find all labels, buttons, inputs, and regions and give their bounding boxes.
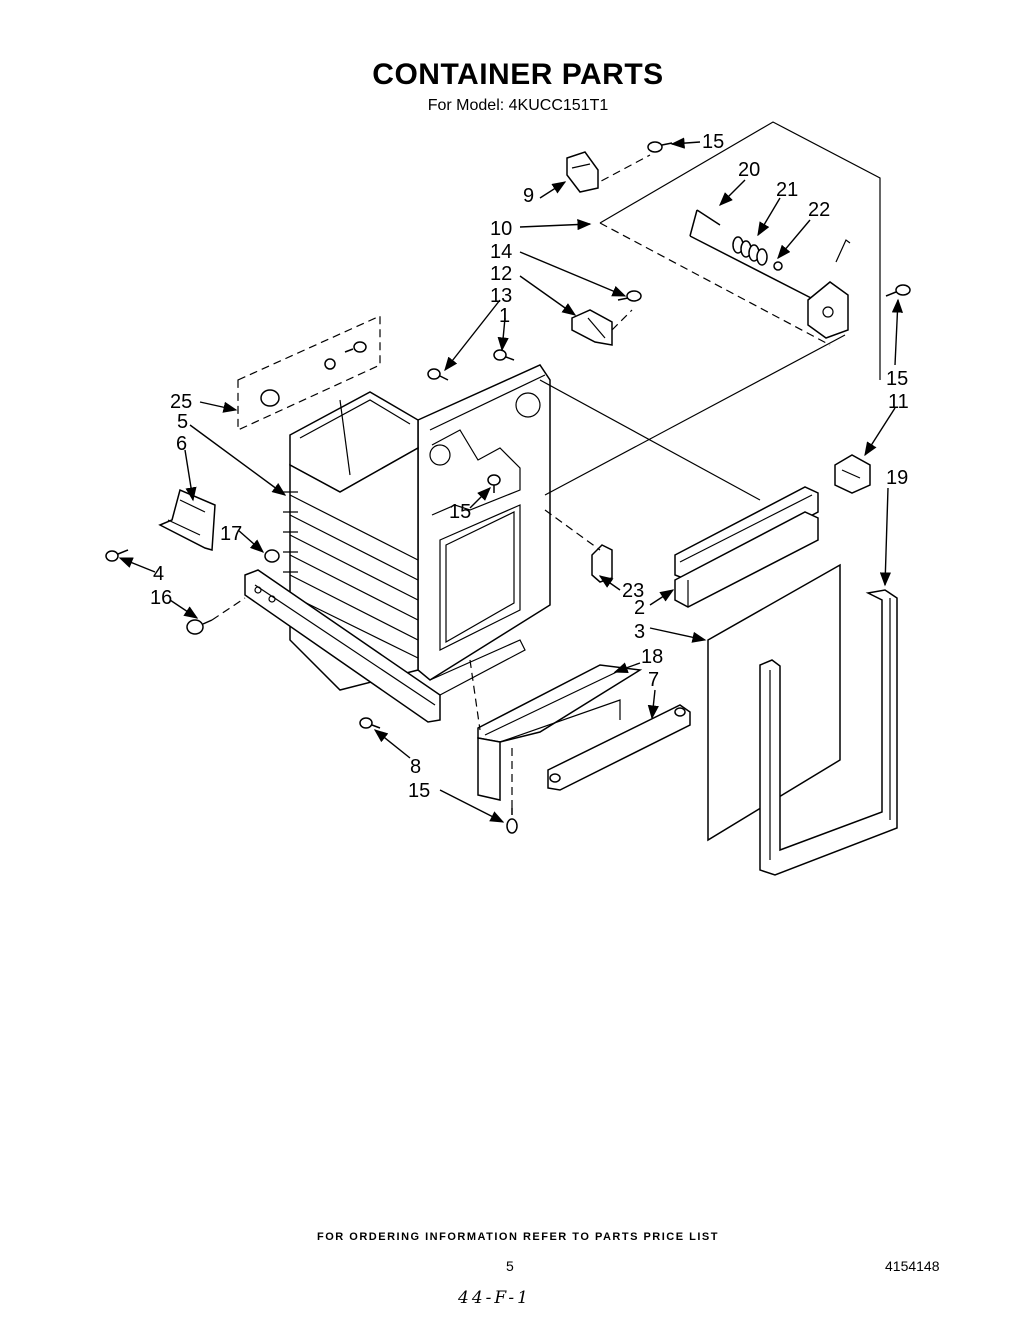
model-subtitle: For Model: 4KUCC151T1 <box>427 97 609 114</box>
callout-14: 14 <box>490 241 512 263</box>
document-number: 4154148 <box>885 1258 940 1274</box>
callout-18: 18 <box>641 646 663 668</box>
callout-11: 11 <box>888 391 909 413</box>
screw-part <box>344 341 367 353</box>
callout-19: 19 <box>886 467 908 489</box>
ordering-note: FOR ORDERING INFORMATION REFER TO PARTS … <box>317 1231 719 1243</box>
callout-23: 23 <box>622 580 644 602</box>
screw-part <box>487 474 501 493</box>
callout-16: 16 <box>150 587 172 609</box>
screw-part <box>506 808 518 834</box>
pin-part <box>773 261 783 271</box>
screw-part <box>105 549 129 562</box>
callout-15: 15 <box>702 131 724 153</box>
callout-1: 1 <box>499 305 510 327</box>
latch-part <box>834 454 871 494</box>
hinge-part-6 <box>158 488 216 551</box>
callout-15-center: 15 <box>449 501 471 523</box>
callout-13: 13 <box>490 285 512 307</box>
screw-part <box>647 141 673 153</box>
callout-15-right: 15 <box>886 368 908 390</box>
screw-part <box>617 290 642 302</box>
support-bracket-part <box>571 309 613 346</box>
clip-part <box>591 544 613 583</box>
callout-6: 6 <box>176 433 187 455</box>
screw-part <box>427 368 449 381</box>
callout-17: 17 <box>220 523 242 545</box>
callout-25: 25 <box>170 391 192 413</box>
callout-22: 22 <box>808 199 830 221</box>
screw-part <box>359 717 381 729</box>
callout-12: 12 <box>490 263 512 285</box>
handwritten-note: 44-F-1 <box>458 1288 531 1308</box>
callout-7: 7 <box>648 669 659 691</box>
callout-21: 21 <box>776 179 798 201</box>
page-title: CONTAINER PARTS <box>372 58 664 91</box>
container-body <box>244 364 551 723</box>
callout-5: 5 <box>177 411 188 433</box>
container-ribs <box>283 491 419 671</box>
screw-part <box>186 619 213 635</box>
hinge-bracket-part <box>566 151 599 193</box>
callout-9: 9 <box>523 185 534 207</box>
plate-part-25 <box>237 315 381 431</box>
screw-part <box>493 349 515 361</box>
callout-2: 2 <box>634 597 645 619</box>
callout-20: 20 <box>738 159 760 181</box>
handle-part <box>547 704 691 791</box>
callout-4: 4 <box>153 563 164 585</box>
hinge-plate-part <box>807 281 849 339</box>
callout-15-bottom: 15 <box>408 780 430 802</box>
callout-3: 3 <box>634 621 645 643</box>
callout-10: 10 <box>490 218 512 240</box>
door-frame-part <box>759 589 898 876</box>
hinge-rod-part <box>689 209 816 301</box>
callout-8: 8 <box>410 756 421 778</box>
side-rail-part <box>674 486 819 608</box>
nut-part <box>264 549 280 563</box>
hinge-assembly-group <box>566 121 911 380</box>
spring-part <box>732 236 768 266</box>
page-number: 5 <box>506 1258 514 1274</box>
screw-part <box>885 284 911 297</box>
drawer-assembly <box>469 659 691 810</box>
